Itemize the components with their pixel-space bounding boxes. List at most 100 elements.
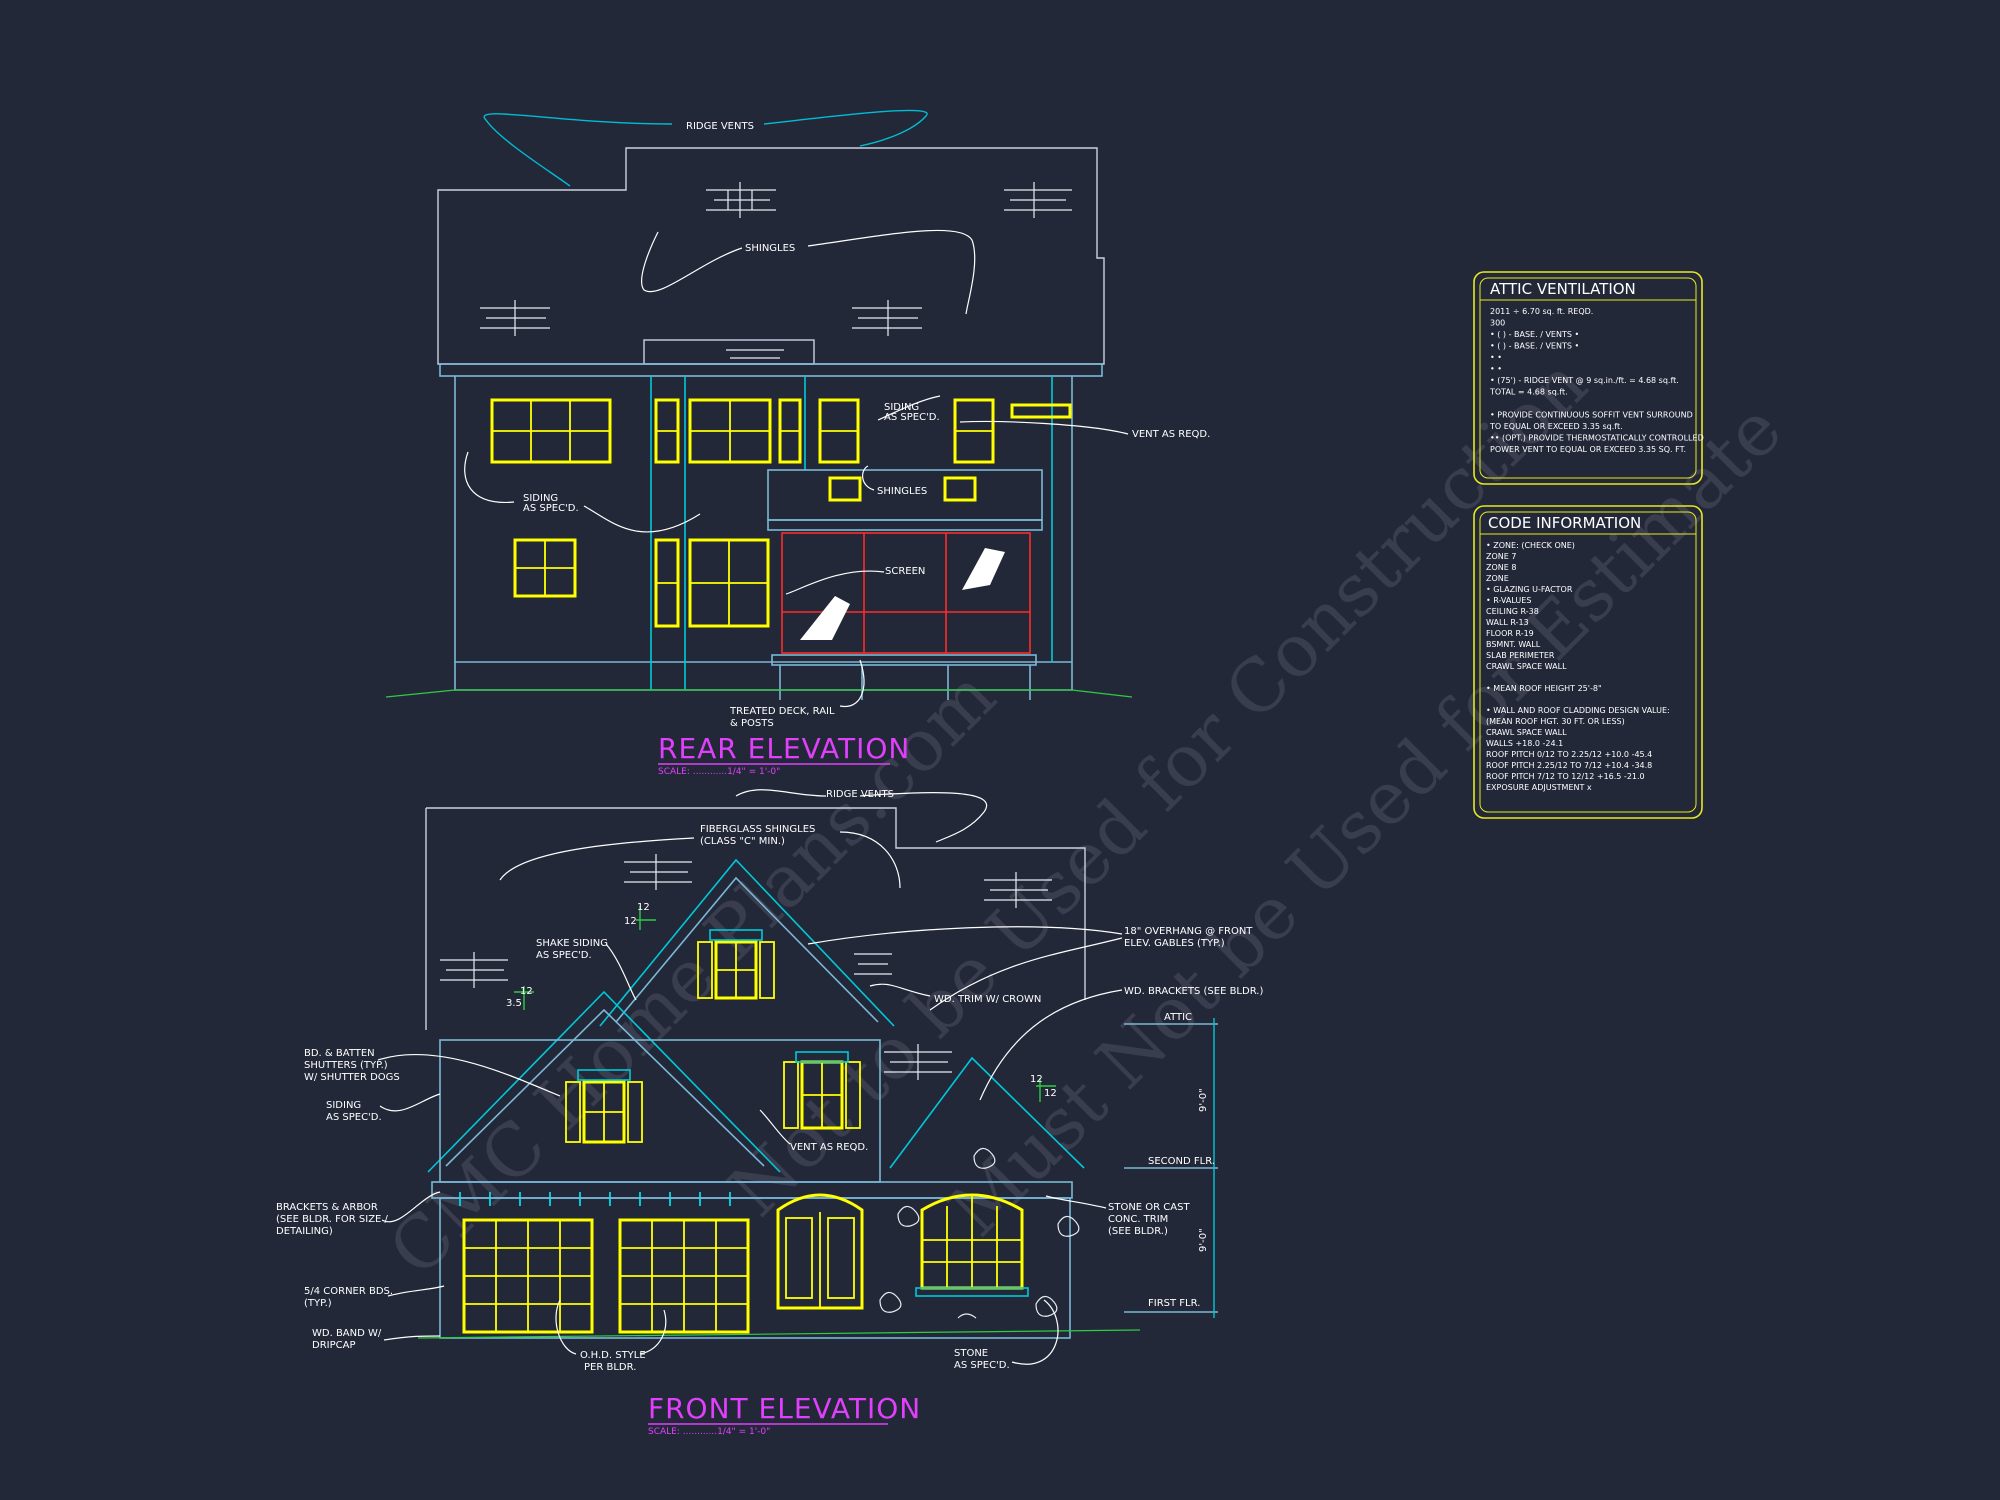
code-information-line: EXPOSURE ADJUSTMENT x <box>1486 783 1592 792</box>
front-vent-leader <box>759 1109 791 1145</box>
rear-label-siding-1: SIDING <box>884 402 919 413</box>
front-label-stone-cast-1: STONE OR CAST <box>1108 1202 1190 1213</box>
rear-label-deck-1: TREATED DECK, RAIL <box>729 706 835 717</box>
attic-ventilation-line: • PROVIDE CONTINUOUS SOFFIT VENT SURROUN… <box>1490 411 1693 420</box>
rear-label-siding-2: SIDING <box>523 493 558 504</box>
attic-ventilation-line: • ( ) - BASE. / VENTS • <box>1490 330 1579 339</box>
level-label-first: FIRST FLR. <box>1148 1298 1200 1309</box>
front-label-bd-2: SHUTTERS (TYP.) <box>304 1060 388 1071</box>
code-information-line: BSMNT. WALL <box>1486 640 1541 649</box>
front-ridge-leader <box>735 789 987 843</box>
front-label-siding-1: SIDING <box>326 1100 361 1111</box>
code-information-line: (MEAN ROOF HGT. 30 FT. OR LESS) <box>1486 717 1625 726</box>
rear-porch-beam <box>767 519 1043 531</box>
front-right-windows <box>915 1193 1029 1297</box>
front-elevation-scale: SCALE: ............1/4" = 1'-0" <box>648 1427 770 1437</box>
code-information-line: ROOF PITCH 0/12 TO 2.25/12 +10.0 -45.4 <box>1486 750 1652 759</box>
rear-deck-leader <box>839 659 865 708</box>
attic-ventilation-line: • • <box>1490 365 1502 374</box>
front-porch-brackets <box>459 1192 731 1206</box>
attic-ventilation-line: POWER VENT TO EQUAL OR EXCEED 3.35 SQ. F… <box>1490 445 1686 454</box>
front-label-wd-brackets: WD. BRACKETS (SEE BLDR.) <box>1124 986 1263 997</box>
rear-elevation-scale: SCALE: ............1/4" = 1'-0" <box>658 767 780 777</box>
code-information-line: WALL R-13 <box>1486 618 1529 627</box>
code-information-line: • MEAN ROOF HEIGHT 25'-8" <box>1486 684 1602 693</box>
front-label-overhang-2: ELEV. GABLES (TYP.) <box>1124 938 1225 949</box>
front-lower-wall <box>439 1197 1071 1339</box>
rear-ridge-vent-leader-2 <box>763 109 928 147</box>
front-trim-leader <box>869 983 931 997</box>
attic-ventilation-line: •• (OPT.) PROVIDE THERMOSTATICALLY CONTR… <box>1490 434 1704 443</box>
pitch-label-d: 12 <box>520 986 533 997</box>
front-label-stone-1: STONE <box>954 1348 988 1359</box>
front-label-fiberglass-2: (CLASS "C" MIN.) <box>700 836 785 847</box>
front-label-overhang-1: 18" OVERHANG @ FRONT <box>1124 926 1253 937</box>
front-label-corner-2: (TYP.) <box>304 1298 332 1309</box>
front-fiberglass-leader <box>499 831 901 889</box>
rear-siding-leader-3 <box>583 505 701 533</box>
level-label-attic: ATTIC <box>1164 1012 1192 1023</box>
front-bd-leader <box>377 1053 561 1097</box>
rear-siding-leader-2 <box>464 451 515 503</box>
front-elevation: 12 12 3.5 12 12 12 ATTIC SECOND FLR. FIR… <box>276 789 1263 1437</box>
front-ohd-leader <box>555 1299 667 1355</box>
code-information-line: ROOF PITCH 2.25/12 TO 7/12 +10.4 -34.8 <box>1486 761 1652 770</box>
front-label-corner-1: 5/4 CORNER BDS. <box>304 1286 393 1297</box>
rear-ridge-vent-marks <box>480 182 1072 359</box>
front-label-stone-cast-2: CONC. TRIM <box>1108 1214 1168 1225</box>
attic-ventilation-lines: 2011 ÷ 6.70 sq. ft. REQD.300• ( ) - BASE… <box>1489 307 1704 454</box>
rear-label-shingles: SHINGLES <box>745 243 795 254</box>
rear-shingles-leader-2 <box>807 229 976 315</box>
front-garage-doors <box>462 1218 750 1334</box>
front-grade-line <box>417 1329 1141 1339</box>
rear-chimney-band <box>643 339 815 365</box>
front-left-gable <box>427 990 781 1173</box>
rear-porch-vent-1 <box>828 476 862 502</box>
front-label-shake-1: SHAKE SIDING <box>536 938 608 949</box>
front-left-gable-window <box>565 1069 643 1144</box>
code-information-line: ROOF PITCH 7/12 TO 12/12 +16.5 -21.0 <box>1486 772 1645 781</box>
code-information-heading: CODE INFORMATION <box>1488 514 1641 532</box>
rear-screen-porch <box>771 532 1037 700</box>
rear-vent-leader <box>959 420 1129 435</box>
front-label-ohd-2: PER BLDR. <box>584 1362 636 1373</box>
front-stone-cast-leader <box>1045 1195 1107 1209</box>
rear-label-siding-2b: AS SPEC'D. <box>523 503 579 514</box>
front-right-gable <box>889 1056 1085 1169</box>
front-label-band-2: DRIPCAP <box>312 1340 355 1351</box>
rear-siding-leader-1 <box>877 395 941 421</box>
front-entry-door <box>776 1193 864 1310</box>
front-brackets-leader <box>381 1191 441 1223</box>
front-label-stone-cast-3: (SEE BLDR.) <box>1108 1226 1168 1237</box>
code-information-line: WALLS +18.0 -24.1 <box>1486 739 1563 748</box>
rear-wall-outline <box>454 376 1073 663</box>
front-label-brackets-2: (SEE BLDR. FOR SIZE / <box>276 1214 389 1225</box>
attic-ventilation-panel: ATTIC VENTILATION 2011 ÷ 6.70 sq. ft. RE… <box>1473 271 1704 485</box>
pitch-label-e: 12 <box>1030 1074 1043 1085</box>
front-label-vent: VENT AS REQD. <box>790 1142 868 1153</box>
front-upper-gable <box>599 858 895 1027</box>
attic-ventilation-line: 2011 ÷ 6.70 sq. ft. REQD. <box>1490 307 1593 316</box>
rear-elevation-title: REAR ELEVATION <box>658 732 910 765</box>
front-stone-leader <box>1011 1299 1059 1365</box>
front-band-leader <box>383 1335 441 1341</box>
attic-ventilation-heading: ATTIC VENTILATION <box>1490 280 1636 298</box>
pitch-label-b: 12 <box>624 916 637 927</box>
rear-elevation: RIDGE VENTS SHINGLES SIDING AS SPEC'D. V… <box>385 109 1210 777</box>
front-label-wd-trim: WD. TRIM W/ CROWN <box>934 994 1041 1005</box>
front-label-fiberglass-1: FIBERGLASS SHINGLES <box>700 824 815 835</box>
rear-shingles-leader-1 <box>641 231 743 293</box>
front-stone-marks <box>879 1147 1080 1319</box>
rear-label-ridge-vents: RIDGE VENTS <box>686 121 754 132</box>
dim-lower: 9'-0" <box>1198 1228 1209 1252</box>
attic-ventilation-line: • • <box>1490 353 1502 362</box>
code-information-line: • R-VALUES <box>1486 596 1531 605</box>
rear-label-deck-2: & POSTS <box>730 718 774 729</box>
pitch-label-c: 3.5 <box>506 998 522 1009</box>
front-label-ridge-vents: RIDGE VENTS <box>826 789 894 800</box>
code-information-line: FLOOR R-19 <box>1486 629 1534 638</box>
rear-label-vent-as-reqd: VENT AS REQD. <box>1132 429 1210 440</box>
front-label-siding-2: AS SPEC'D. <box>326 1112 382 1123</box>
watermark-text-3: Must Not be Used for Estimate <box>933 387 1798 1252</box>
